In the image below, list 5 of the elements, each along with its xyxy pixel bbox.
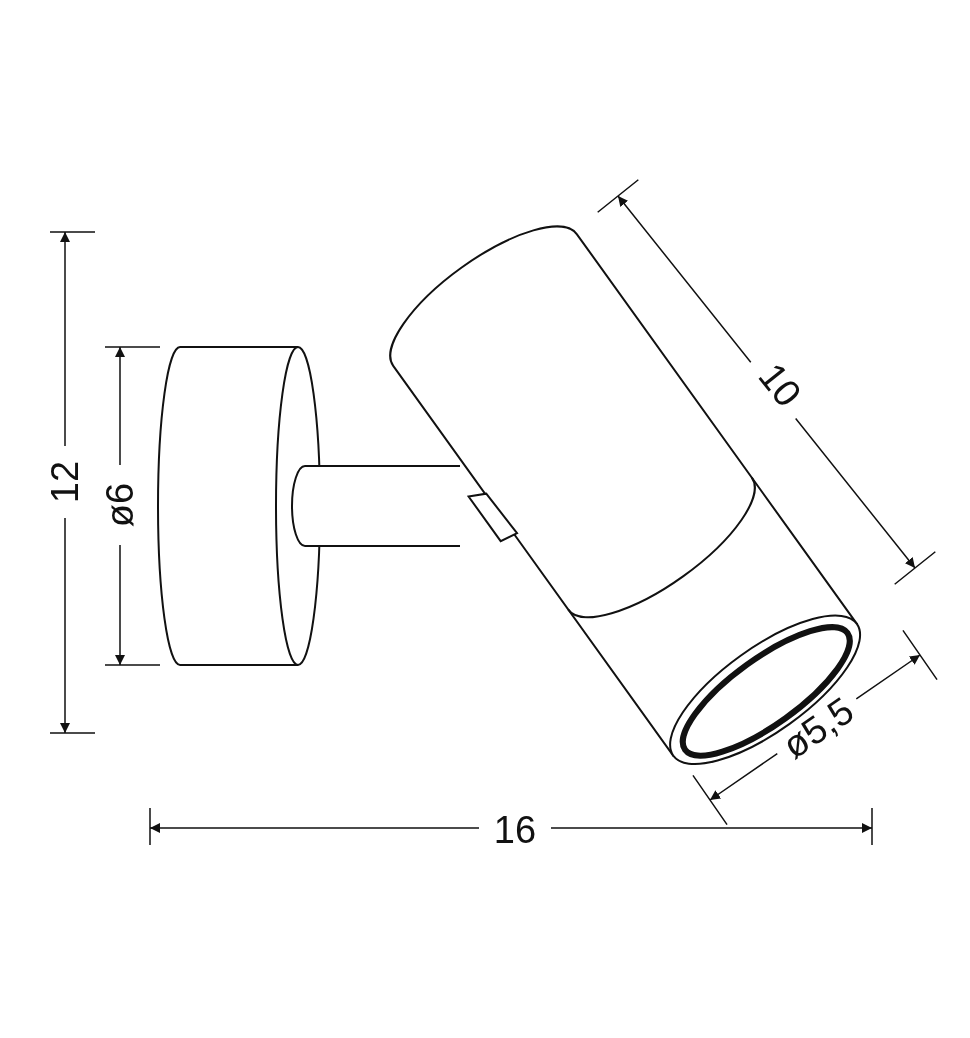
dimension-label: ø6 xyxy=(101,482,139,528)
dimension-label: 16 xyxy=(493,811,537,849)
dimension-label: 12 xyxy=(46,460,84,504)
dimension-label: 10 xyxy=(751,356,809,414)
dimension-label: ø5,5 xyxy=(775,690,861,766)
